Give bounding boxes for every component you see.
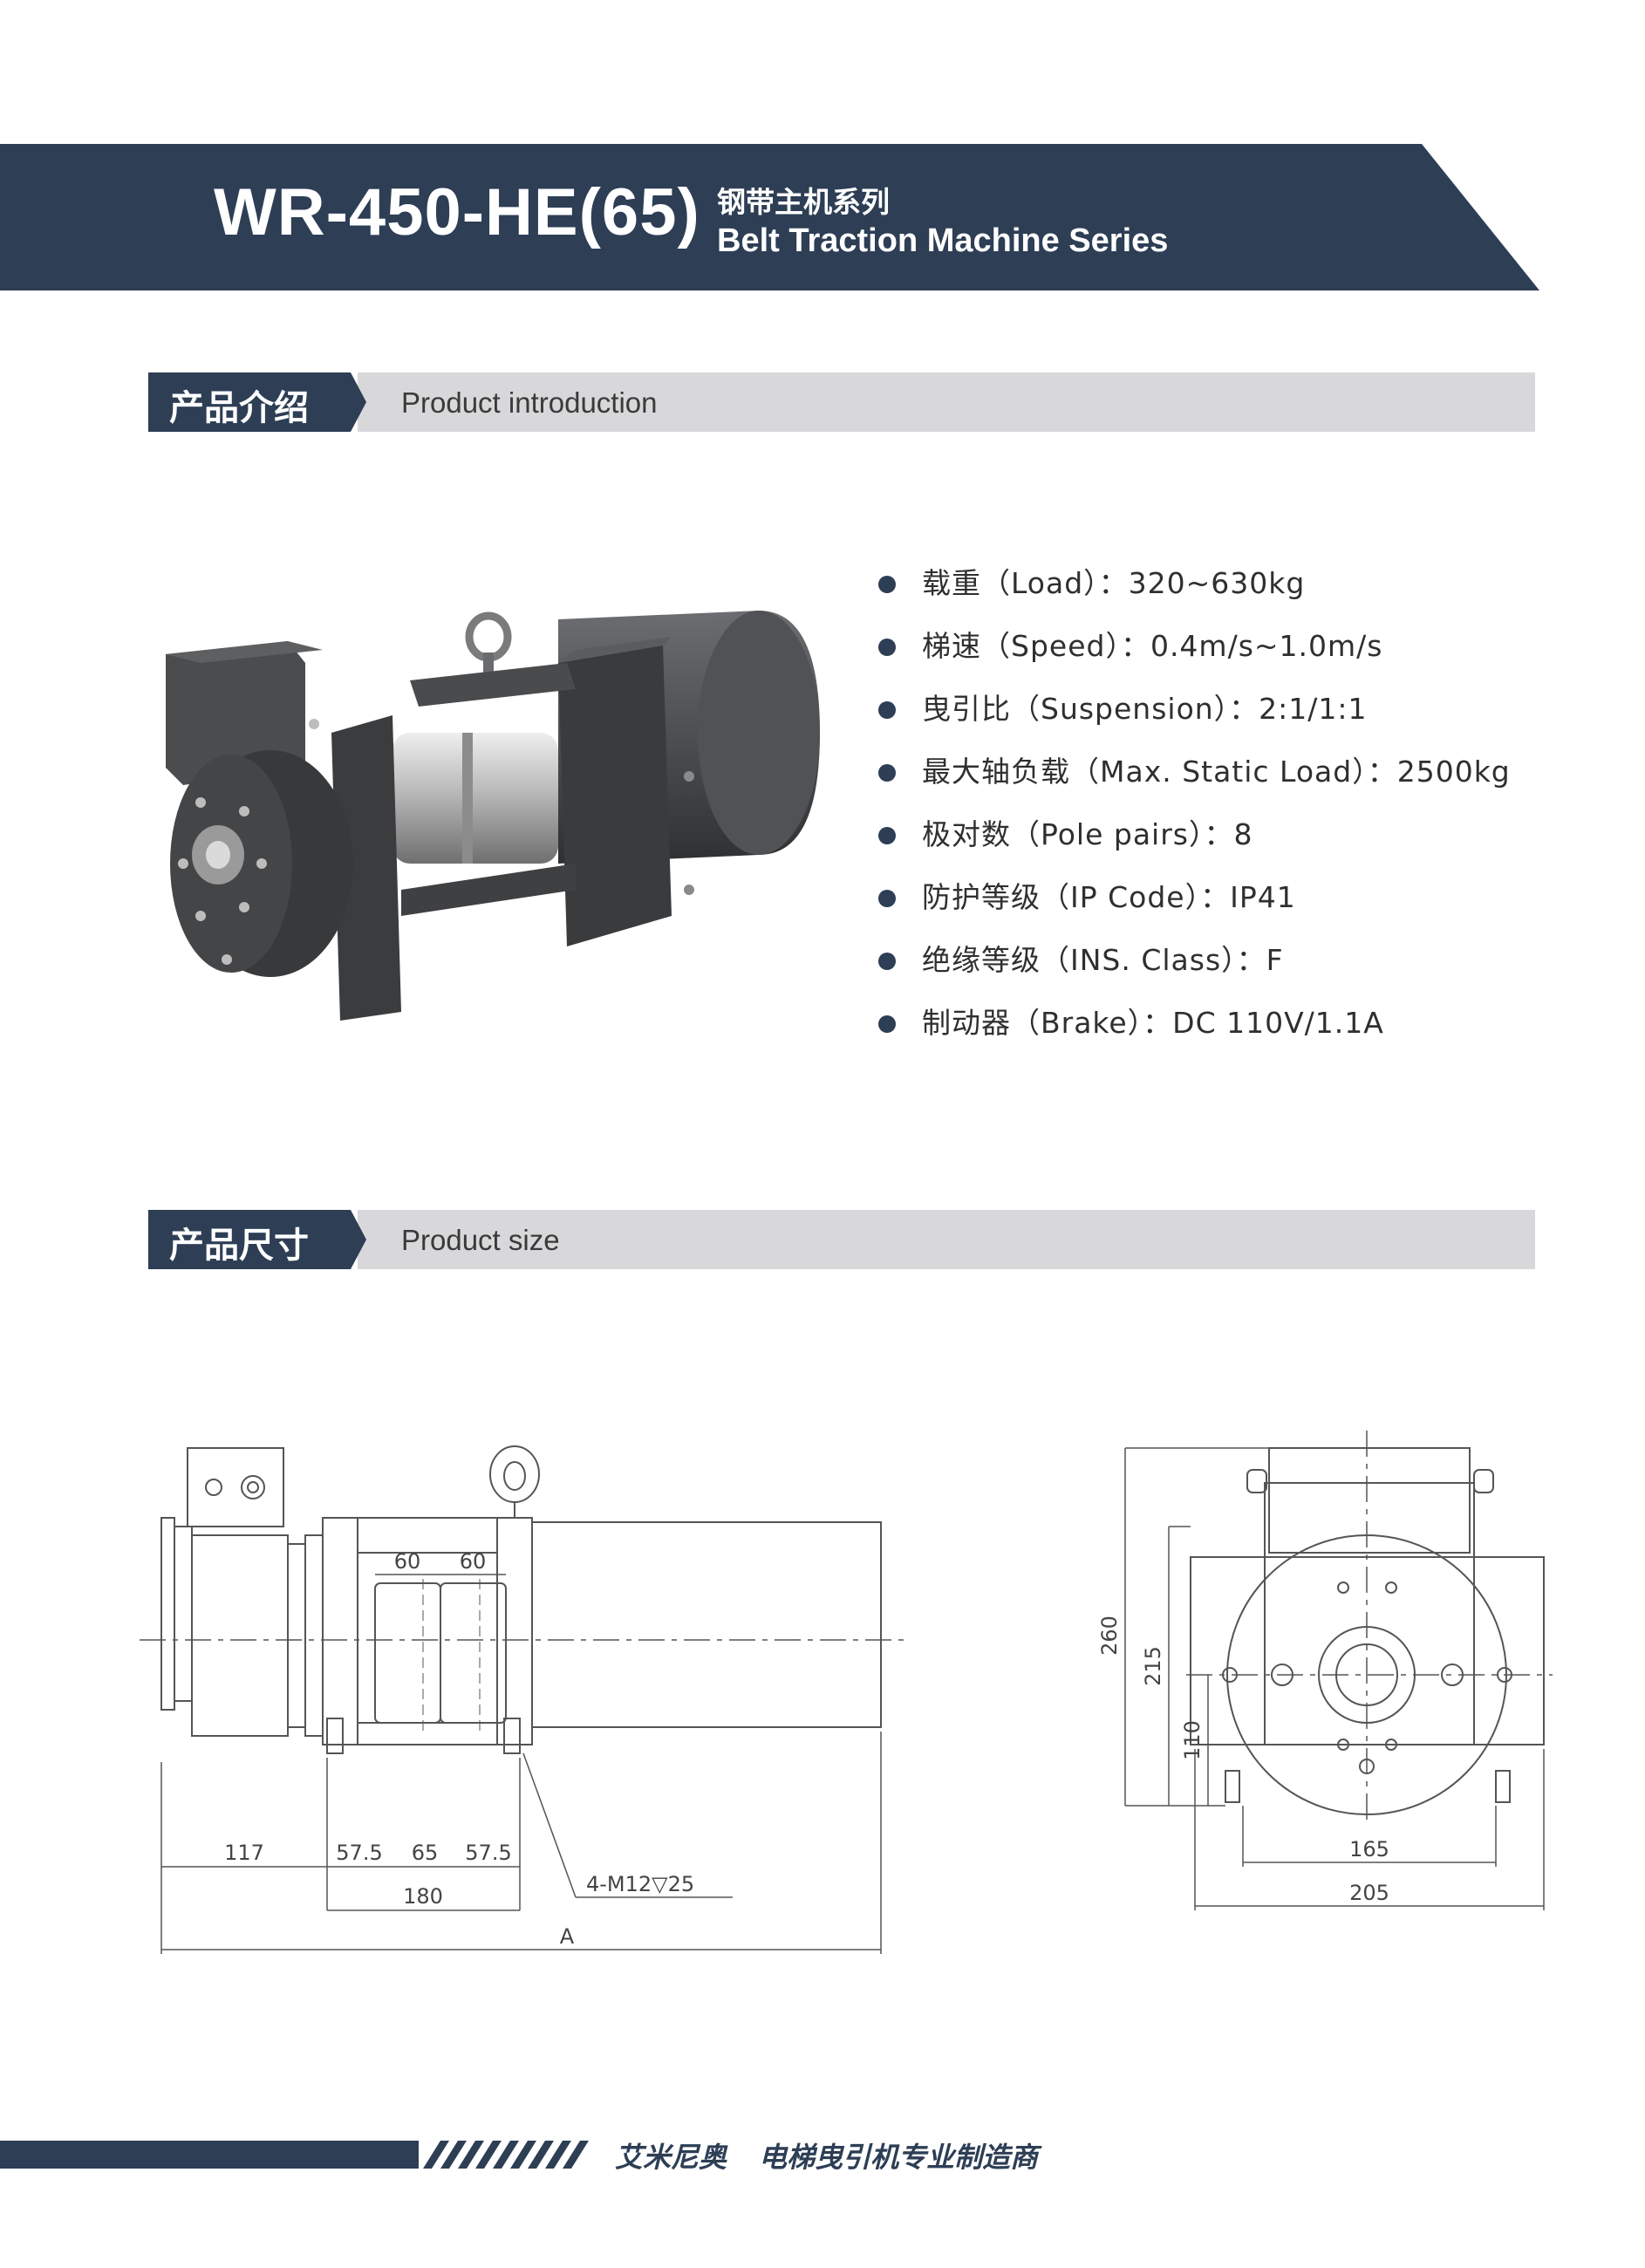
spec-item: 梯速（Speed）：0.4m/s~1.0m/s (877, 621, 1511, 684)
spec-text: 防护等级（IP Code）：IP41 (922, 880, 1296, 914)
bolt-note: 4-M12▽25 (586, 1872, 694, 1896)
dim-foot-1: 57.5 (336, 1841, 382, 1865)
section-header-size: 产品尺寸 Product size (148, 1210, 1535, 1269)
dim-sheave-width-1: 60 (394, 1549, 421, 1574)
spec-item: 最大轴负载（Max. Static Load）：2500kg (877, 747, 1511, 810)
series-title-en: Belt Traction Machine Series (717, 222, 1169, 259)
footer-stripes (0, 2141, 589, 2169)
dim-width-205: 205 (1349, 1881, 1389, 1905)
model-title: WR-450-HE(65) (214, 175, 700, 249)
spec-item: 绝缘等级（INS. Class）：F (877, 935, 1511, 998)
section-title-en: Product size (401, 1224, 560, 1256)
dim-foot-3: 57.5 (465, 1841, 511, 1865)
section-title-cn: 产品介绍 (169, 388, 309, 428)
bullet-icon (878, 890, 896, 907)
section-header-intro: 产品介绍 Product introduction (148, 372, 1535, 432)
dim-foot-span: 180 (403, 1884, 443, 1909)
bullet-icon (878, 764, 896, 782)
series-title-cn: 钢带主机系列 (717, 185, 890, 219)
spec-list: 载重（Load）：320~630kg 梯速（Speed）：0.4m/s~1.0m… (877, 558, 1511, 1061)
footer-slogan: 电梯曳引机专业制造商 (759, 2141, 1039, 2174)
product-image (166, 611, 820, 1021)
bullet-icon (878, 576, 896, 593)
section-bar (358, 372, 1535, 432)
side-view-drawing: 60 60 117 57.5 65 57.5 180 A 4-M12▽25 (140, 1445, 907, 1954)
spec-text: 最大轴负载（Max. Static Load）：2500kg (922, 755, 1511, 789)
section-title-en: Product introduction (401, 386, 658, 419)
dim-height-total: 260 (1097, 1616, 1122, 1656)
spec-item: 制动器（Brake）：DC 110V/1.1A (877, 998, 1511, 1061)
dim-height-215: 215 (1141, 1646, 1165, 1686)
footer-brand: 艾米尼奥 (615, 2141, 727, 2174)
section-tab (148, 1210, 366, 1269)
section-bar (358, 1210, 1535, 1269)
spec-text: 载重（Load）：320~630kg (922, 566, 1306, 600)
dim-foot-2: 65 (412, 1841, 439, 1865)
spec-text: 绝缘等级（INS. Class）：F (922, 943, 1284, 977)
spec-text: 梯速（Speed）：0.4m/s~1.0m/s (922, 629, 1383, 663)
spec-text: 曳引比（Suspension）：2:1/1:1 (922, 692, 1368, 726)
spec-text: 制动器（Brake）：DC 110V/1.1A (922, 1006, 1384, 1040)
bullet-icon (878, 1015, 896, 1033)
bullet-icon (878, 701, 896, 719)
dim-left-offset: 117 (224, 1841, 264, 1865)
spec-text: 极对数（Pole pairs）：8 (922, 817, 1253, 851)
bullet-icon (878, 827, 896, 844)
section-title-cn: 产品尺寸 (169, 1226, 309, 1266)
spec-item: 载重（Load）：320~630kg (877, 558, 1511, 621)
bullet-icon (878, 639, 896, 656)
dim-sheave-width-2: 60 (460, 1549, 487, 1574)
header-banner-shape (0, 144, 1539, 290)
dim-width-165: 165 (1349, 1837, 1389, 1862)
bullet-icon (878, 953, 896, 970)
front-view-drawing: 260 215 110 165 205 (1097, 1431, 1553, 1910)
dim-overall: A (560, 1924, 575, 1949)
dim-height-110: 110 (1180, 1720, 1205, 1760)
spec-item: 曳引比（Suspension）：2:1/1:1 (877, 684, 1511, 747)
spec-item: 极对数（Pole pairs）：8 (877, 810, 1511, 872)
header-banner (0, 144, 1645, 290)
section-tab (148, 372, 366, 432)
footer: 艾米尼奥 电梯曳引机专业制造商 (0, 2128, 1645, 2181)
spec-item: 防护等级（IP Code）：IP41 (877, 872, 1511, 935)
